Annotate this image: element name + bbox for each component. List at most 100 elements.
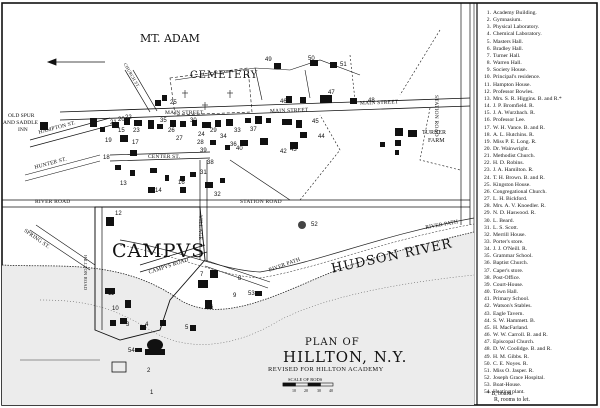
legend-item-number: 48. <box>484 346 491 353</box>
legend-item: 2.Gymnasium. <box>479 17 597 24</box>
building-number-27: 27 <box>176 136 183 142</box>
legend: 1.Academy Building.2.Gymnasium.3.Physica… <box>479 10 597 403</box>
legend-item-text: Boat-House. <box>493 382 522 389</box>
legend-item-number: 23. <box>484 167 491 174</box>
legend-item-text: L. Beard. <box>493 217 514 224</box>
legend-item: 31.L. S. Scott. <box>479 225 597 232</box>
legend-item: 4.Chemical Laboratory. <box>479 31 597 38</box>
legend-item-number: 15. <box>484 110 491 117</box>
building-number-4: 4 <box>145 322 149 328</box>
legend-item-number: 21. <box>484 153 491 160</box>
building-number-44: 44 <box>318 134 325 140</box>
legend-item: 16.Professor Lee. <box>479 117 597 124</box>
legend-item-number: 33. <box>484 239 491 245</box>
legend-item-text: Masters Hall. <box>493 38 524 45</box>
legend-item: 30.L. Beard. <box>479 218 597 225</box>
legend-item: 21.Methodist Church. <box>479 153 597 160</box>
scale-label: SCALE OF RODS <box>288 377 323 382</box>
legend-item-text: Porter's store. <box>493 239 524 245</box>
legend-item-number: 27. <box>484 196 491 203</box>
legend-item-text: J. P. Bromfield. R. <box>493 103 535 110</box>
legend-item-number: 18. <box>484 131 491 138</box>
scale-bar <box>282 382 334 387</box>
legend-item-text: C. E. Noyes. R. <box>493 360 528 367</box>
legend-item-text: Caper's store. <box>493 267 524 274</box>
building-number-43: 43 <box>290 147 297 153</box>
legend-item: 13.Mrs. S. R. Higgins. B. and R.* <box>479 96 597 103</box>
legend-item-number: 30. <box>484 217 491 224</box>
scale-tick-3: 30 <box>317 388 321 393</box>
legend-note-rooms: R, rooms to let. <box>494 397 530 403</box>
legend-item-number: 36. <box>484 260 491 267</box>
legend-item-text: Professor Bowles. <box>493 88 534 95</box>
legend-item-number: 24. <box>484 174 491 181</box>
legend-item: 29.N. D. Haswood. R. <box>479 210 597 217</box>
building-number-32: 32 <box>214 192 221 198</box>
village-path-label: VILLAGE <box>197 215 203 241</box>
legend-item-number: 53. <box>484 382 491 389</box>
compass-arrow <box>46 58 105 66</box>
legend-item-text: Society House. <box>493 67 527 74</box>
title-line-3: REVISED FOR HILLTON ACADEMY <box>268 366 384 373</box>
building-number-18: 18 <box>103 155 110 161</box>
building-number-10: 10 <box>112 306 119 312</box>
legend-item: 54.Heating plant. <box>479 389 597 396</box>
legend-item: 7.Turner Hall. <box>479 53 597 60</box>
legend-item: 18.A. L. Hutchins. R. <box>479 132 597 139</box>
legend-item-number: 16. <box>484 117 491 124</box>
building-number-48: 48 <box>368 98 375 104</box>
building-number-3: 3 <box>126 322 130 328</box>
legend-item-number: 39. <box>484 281 491 288</box>
building-number-40: 40 <box>236 146 243 152</box>
legend-item-number: 14. <box>484 103 491 110</box>
campus-boundary <box>94 206 206 341</box>
legend-item-number: 20. <box>484 145 491 152</box>
legend-item: 40.Town Hall. <box>479 289 597 296</box>
building-number-49: 49 <box>265 57 272 63</box>
legend-item-number: 45. <box>484 324 491 331</box>
legend-item-text: Congregational Church. <box>493 188 547 195</box>
legend-item: 23.J. A. Hamilton. R. <box>479 167 597 174</box>
legend-item: 26.Congregational Church. <box>479 189 597 196</box>
legend-item-text: W. W. Carroll. B. and R. <box>493 332 548 339</box>
building-number-36: 36 <box>230 142 237 148</box>
legend-item-number: 3. <box>486 24 491 31</box>
legend-item-text: Episcopal Church. <box>493 339 535 346</box>
legend-item-text: Kingston House. <box>493 181 531 188</box>
building-number-51: 51 <box>340 62 347 68</box>
legend-item-number: 8. <box>486 60 491 67</box>
building-number-9: 9 <box>233 293 237 299</box>
main-street-line <box>59 97 471 113</box>
legend-item-text: T. H. Brown. B. and R. <box>493 174 545 181</box>
legend-item-number: 28. <box>484 203 491 210</box>
building-number-39: 39 <box>200 148 207 154</box>
legend-item-number: 10. <box>484 74 491 81</box>
building-number-24: 24 <box>198 132 205 138</box>
building-number-8: 8 <box>238 276 242 282</box>
legend-item-text: Post-Office. <box>493 274 521 281</box>
legend-item: 32.Merrill House. <box>479 232 597 239</box>
legend-item-number: 49. <box>484 353 491 360</box>
turner-farm-label-1: TURNER <box>422 130 446 136</box>
legend-item-number: 44. <box>484 317 491 324</box>
building-number-54: 54 <box>128 348 135 354</box>
legend-item: 15.J. A. Wurzbach. R. <box>479 110 597 117</box>
legend-item-number: 54. <box>484 389 491 396</box>
old-spur-label-3: INN <box>18 127 28 133</box>
legend-item-number: 46. <box>484 332 491 339</box>
legend-item-text: N. D. Haswood. R. <box>493 210 536 217</box>
building-number-5: 5 <box>185 325 189 331</box>
building-number-29: 29 <box>210 128 217 134</box>
legend-list: 1.Academy Building.2.Gymnasium.3.Physica… <box>479 10 597 396</box>
building-number-37: 37 <box>250 127 257 133</box>
legend-item-number: 26. <box>484 188 491 195</box>
legend-item-text: Heating plant. <box>493 389 525 396</box>
legend-item-text: Joseph Grace Hospital. <box>493 374 545 381</box>
old-spur-label-2: AND SADDLE <box>3 120 38 126</box>
legend-item: 9.Society House. <box>479 67 597 74</box>
building-number-23: 23 <box>133 128 140 134</box>
building-number-42: 42 <box>280 149 287 155</box>
legend-item-text: Miss O. Jasper. R. <box>493 367 534 374</box>
center-st-label: CENTER ST. <box>148 154 181 160</box>
